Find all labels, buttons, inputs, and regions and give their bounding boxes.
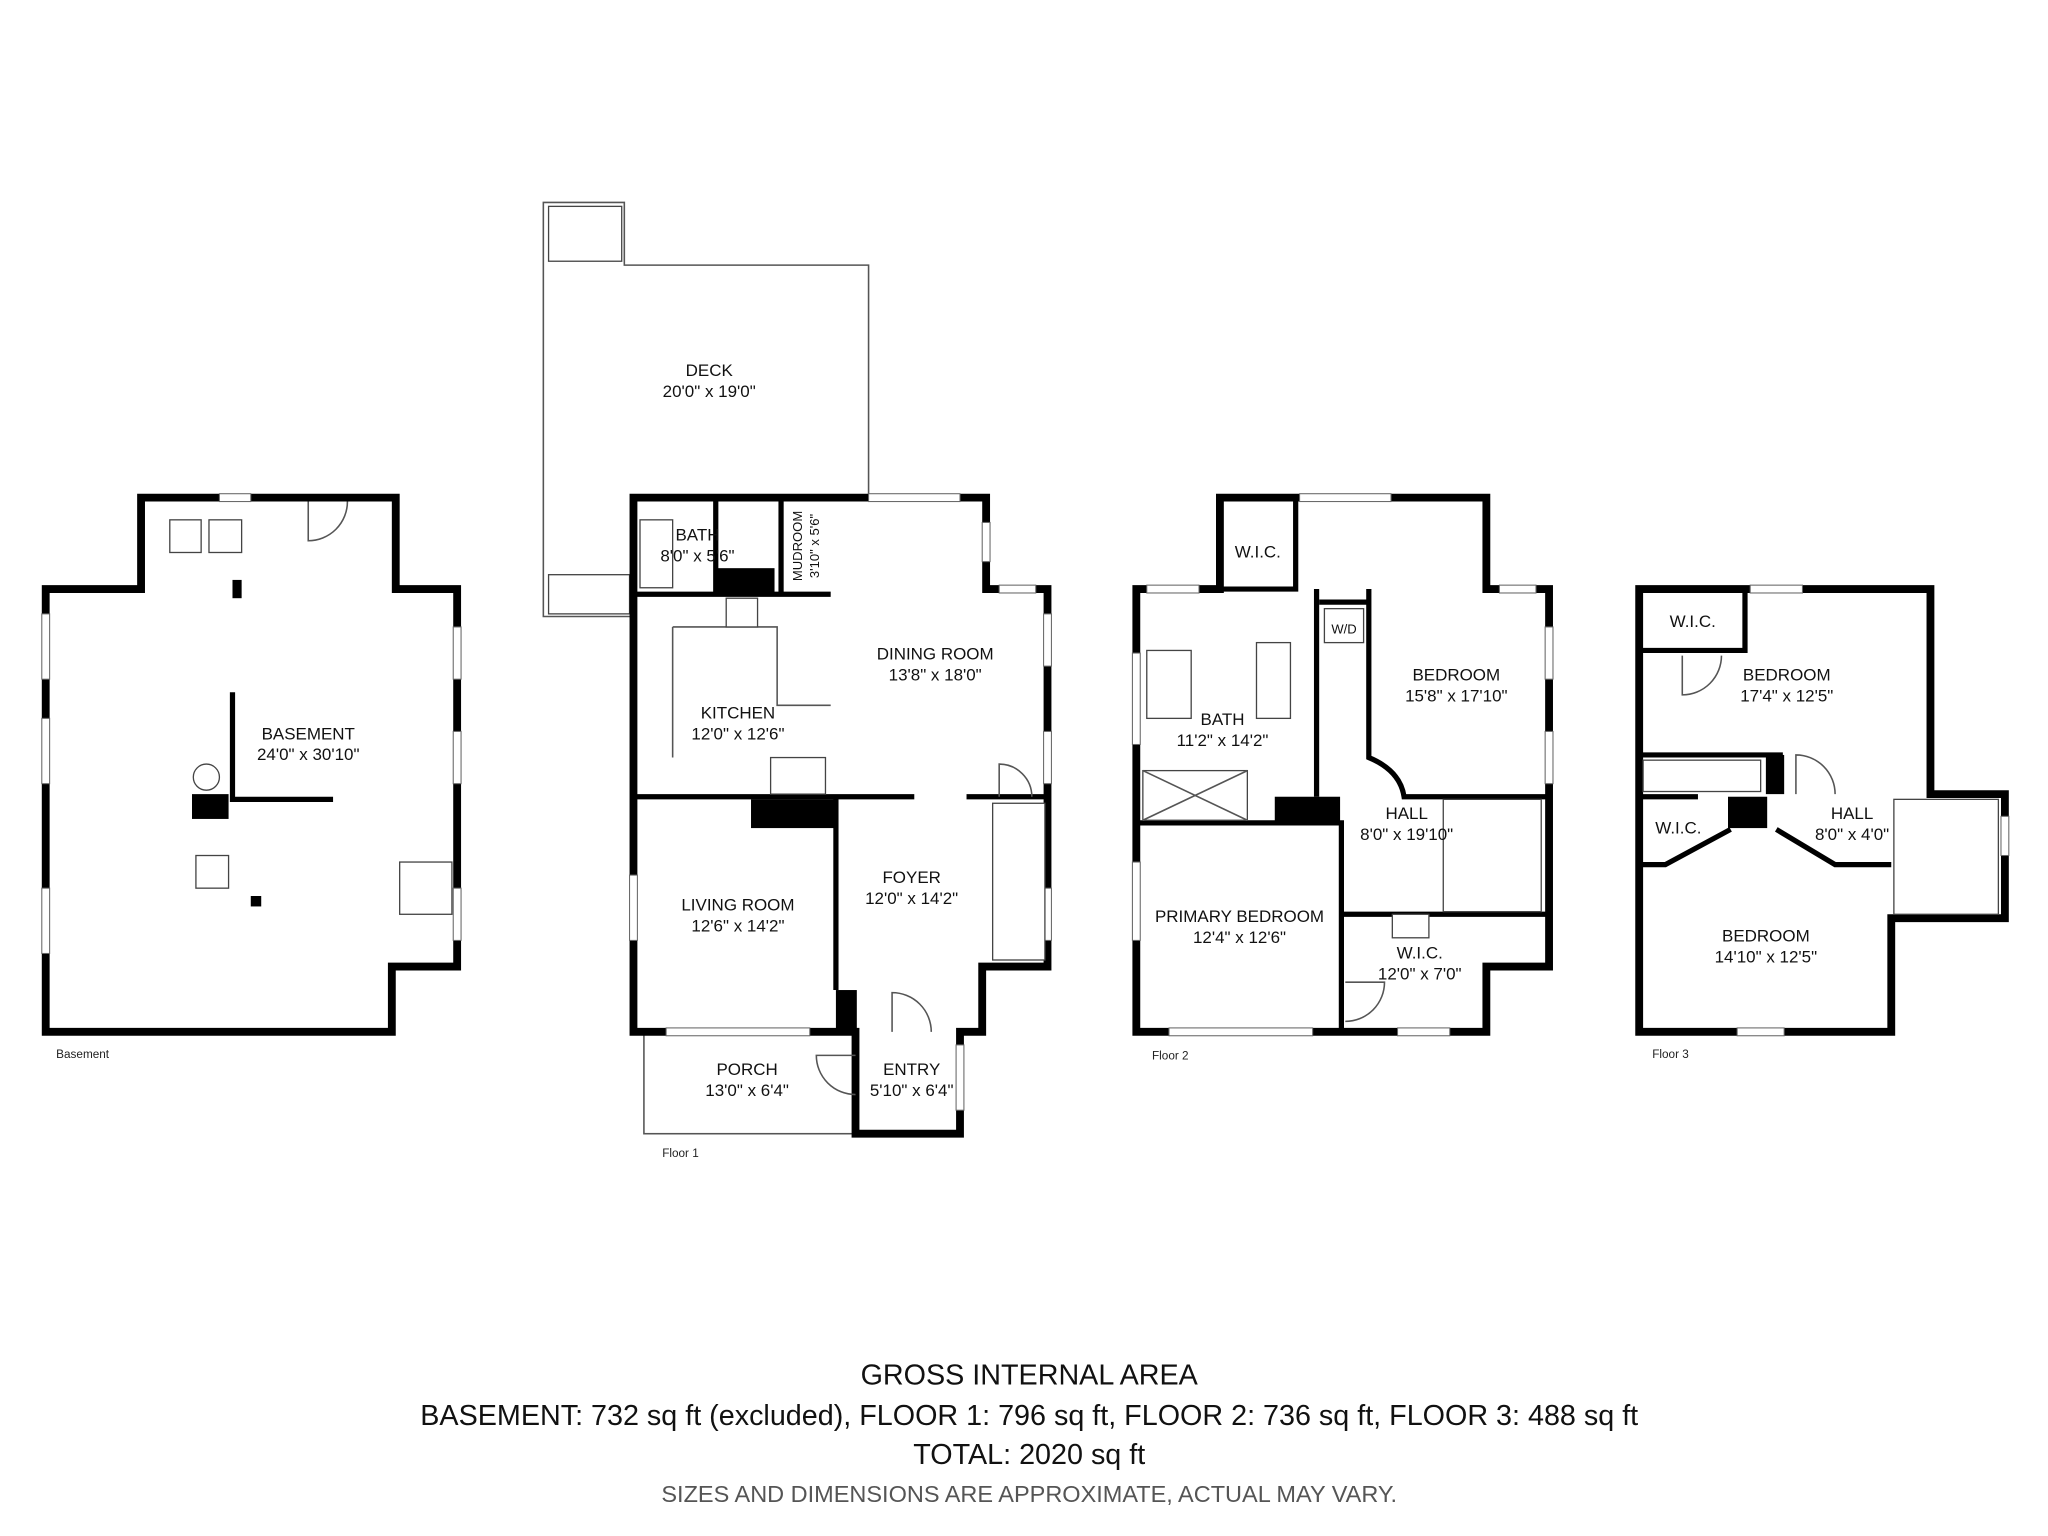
room-dims: 12'0" x 14'2" bbox=[865, 889, 958, 908]
floor-label: Basement bbox=[56, 1048, 110, 1061]
room-dims: 5'10" x 6'4" bbox=[870, 1081, 954, 1100]
summary-total: TOTAL: 2020 sq ft bbox=[913, 1439, 1145, 1471]
disclaimer: SIZES AND DIMENSIONS ARE APPROXIMATE, AC… bbox=[661, 1481, 1397, 1507]
summary-title: GROSS INTERNAL AREA bbox=[861, 1359, 1199, 1391]
room-label: ENTRY bbox=[883, 1060, 940, 1079]
room-label: W.I.C. bbox=[1397, 944, 1443, 963]
room-label: HALL bbox=[1385, 804, 1427, 823]
room-label: W.I.C. bbox=[1670, 612, 1716, 631]
floor-label: Floor 2 bbox=[1152, 1049, 1189, 1062]
room-label: DECK bbox=[686, 361, 734, 380]
floor-label: Floor 1 bbox=[662, 1147, 699, 1160]
room-dims: 13'0" x 6'4" bbox=[705, 1081, 789, 1100]
room-dims: 13'8" x 18'0" bbox=[889, 665, 982, 684]
room-dims: 12'0" x 7'0" bbox=[1378, 965, 1462, 984]
room-dims: 8'0" x 19'10" bbox=[1360, 825, 1453, 844]
room-label: BASEMENT bbox=[262, 724, 355, 743]
room-dims: 3'10" x 5'6" bbox=[807, 513, 822, 578]
area-summary: GROSS INTERNAL AREA BASEMENT: 732 sq ft … bbox=[420, 1359, 1638, 1507]
room-dims: 17'4" x 12'5" bbox=[1740, 686, 1833, 705]
room-dims: 14'10" x 12'5" bbox=[1715, 948, 1818, 967]
floor-label: Floor 3 bbox=[1652, 1048, 1689, 1061]
basement-plan: BASEMENT 24'0" x 30'10" Basement bbox=[41, 493, 462, 1061]
room-label: W/D bbox=[1331, 621, 1356, 636]
room-label: PRIMARY BEDROOM bbox=[1155, 907, 1324, 926]
room-label: W.I.C. bbox=[1655, 818, 1701, 837]
floor-3-plan: W.I.C. BEDROOM 17'4" x 12'5" W.I.C. HALL… bbox=[1635, 584, 2010, 1061]
room-dims: 15'8" x 17'10" bbox=[1405, 686, 1508, 705]
room-label: KITCHEN bbox=[701, 703, 775, 722]
room-dims: 11'2" x 14'2" bbox=[1177, 731, 1269, 750]
room-dims: 12'6" x 14'2" bbox=[691, 916, 784, 935]
room-dims: 8'0" x 5'6" bbox=[660, 547, 734, 566]
room-label: HALL bbox=[1831, 804, 1873, 823]
room-dims: 8'0" x 4'0" bbox=[1815, 825, 1889, 844]
room-dims: 20'0" x 19'0" bbox=[663, 382, 756, 401]
summary-areas: BASEMENT: 732 sq ft (excluded), FLOOR 1:… bbox=[420, 1400, 1638, 1432]
room-label: PORCH bbox=[716, 1060, 777, 1079]
floor-1-plan: DECK 20'0" x 19'0" BATH 8'0" x 5'6" MUDR… bbox=[542, 201, 1052, 1160]
floor-2-plan: W.I.C. BEDROOM 15'8" x 17'10" BATH 11'2"… bbox=[1131, 493, 1554, 1062]
room-label: BATH bbox=[1201, 710, 1245, 729]
room-dims: 12'4" x 12'6" bbox=[1193, 928, 1286, 947]
room-dims: 12'0" x 12'6" bbox=[691, 724, 784, 743]
room-dims: 24'0" x 30'10" bbox=[257, 745, 360, 764]
room-label: FOYER bbox=[882, 868, 940, 887]
room-label: DINING ROOM bbox=[877, 645, 994, 664]
room-label: LIVING ROOM bbox=[681, 895, 794, 914]
room-label: BEDROOM bbox=[1743, 665, 1831, 684]
room-label: BEDROOM bbox=[1722, 927, 1810, 946]
room-label: BATH bbox=[675, 526, 719, 545]
room-label: W.I.C. bbox=[1235, 543, 1281, 562]
room-label: BEDROOM bbox=[1412, 665, 1500, 684]
room-label: MUDROOM bbox=[790, 511, 805, 581]
